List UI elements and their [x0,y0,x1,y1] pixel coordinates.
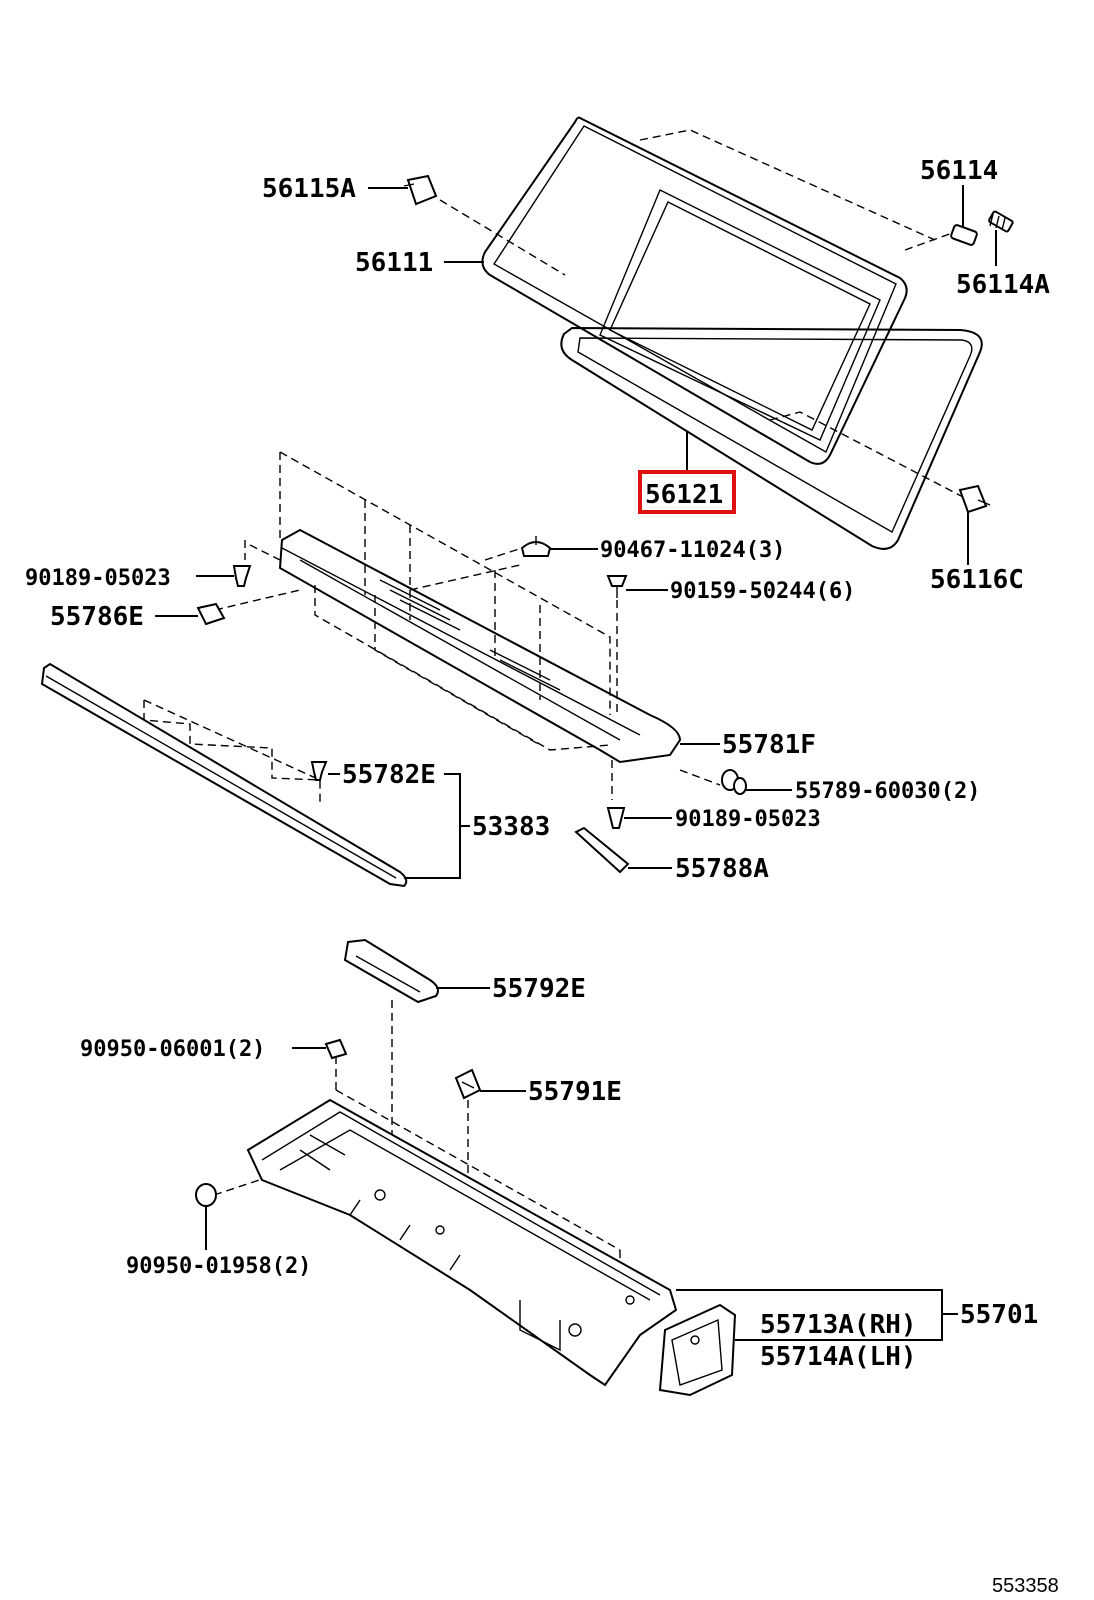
grommet-55789[interactable] [721,769,747,795]
label-55713A[interactable]: 55713A(RH) [760,1310,917,1340]
hidden-lines-seal [143,699,321,805]
label-90189-05023-lower[interactable]: 90189-05023 [675,807,821,832]
label-90467-11024[interactable]: 90467-11024(3) [600,538,785,563]
stopper-56116C[interactable] [958,484,991,514]
label-90950-01958[interactable]: 90950-01958(2) [126,1254,311,1279]
clip-55782E[interactable] [310,761,328,781]
extension-55713A[interactable] [658,1303,737,1397]
seal-53383[interactable] [40,662,408,888]
clip-90189-upper[interactable] [232,565,252,587]
stopper-56115A[interactable] [403,174,438,206]
plate-55792E[interactable] [343,938,439,1004]
label-55791E[interactable]: 55791E [528,1077,622,1107]
label-90159-50244[interactable]: 90159-50244(6) [670,579,855,604]
clip-90467[interactable] [520,536,552,557]
screw-90159[interactable] [606,575,628,598]
label-56114[interactable]: 56114 [920,156,998,186]
label-56121[interactable]: 56121 [645,480,723,510]
label-55701[interactable]: 55701 [960,1300,1038,1330]
clip-90189-lower[interactable] [606,807,626,829]
seal-55786E[interactable] [196,602,226,626]
label-55782E[interactable]: 55782E [342,760,436,790]
seal-55788A[interactable] [574,826,630,874]
spacer-56114A[interactable] [988,210,1014,233]
reference-number: 553358 [992,1575,1059,1597]
label-55789-60030[interactable]: 55789-60030(2) [795,779,980,804]
label-55781F[interactable]: 55781F [722,730,816,760]
label-55792E[interactable]: 55792E [492,974,586,1004]
plug-90950-06001[interactable] [324,1038,348,1060]
leader-lines [155,185,997,1341]
label-90950-06001[interactable]: 90950-06001(2) [80,1037,265,1062]
label-90189-05023-upper[interactable]: 90189-05023 [25,566,171,591]
windshield-glass[interactable] [481,116,908,465]
label-56111[interactable]: 56111 [355,248,433,278]
labels: 56115A 56111 56114 56114A 56121 56116C 9… [25,156,1059,1597]
windshield-dam-56121[interactable] [560,189,983,550]
cowl-louver-55781F[interactable] [278,528,682,764]
hidden-lines-glass [439,129,966,499]
cowl-panel-55701[interactable] [246,1098,678,1387]
label-56114A[interactable]: 56114A [956,270,1050,300]
spacer-56114[interactable] [950,224,978,246]
clip-55791E[interactable] [454,1068,482,1100]
label-55714A[interactable]: 55714A(LH) [760,1342,917,1372]
highlight-box [638,470,736,514]
hidden-lines-louver [214,451,721,800]
label-56115A[interactable]: 56115A [262,174,356,204]
label-53383[interactable]: 53383 [472,812,550,842]
plug-90950-01958[interactable] [195,1183,217,1207]
label-56116C[interactable]: 56116C [930,565,1024,595]
label-55786E[interactable]: 55786E [50,602,144,632]
label-55788A[interactable]: 55788A [675,854,769,884]
